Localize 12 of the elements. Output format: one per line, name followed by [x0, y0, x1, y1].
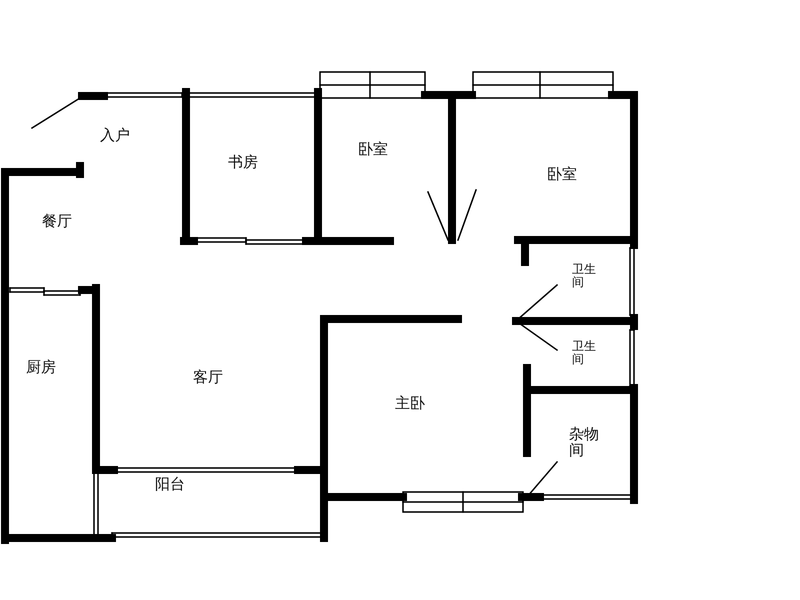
room-label: 杂物间	[569, 427, 600, 458]
room-label: 厨房	[26, 360, 56, 376]
room-label: 入户	[100, 128, 130, 144]
room-label: 卧室	[358, 142, 388, 158]
room-label: 卧室	[547, 167, 577, 183]
room-label: 客厅	[193, 370, 223, 386]
room-label: 阳台	[155, 477, 185, 493]
room-label: 卫生间	[572, 263, 597, 288]
room-label: 卫生间	[572, 340, 597, 366]
room-label: 主卧	[395, 396, 425, 412]
room-label: 书房	[228, 155, 258, 171]
room-label: 餐厅	[42, 214, 72, 230]
